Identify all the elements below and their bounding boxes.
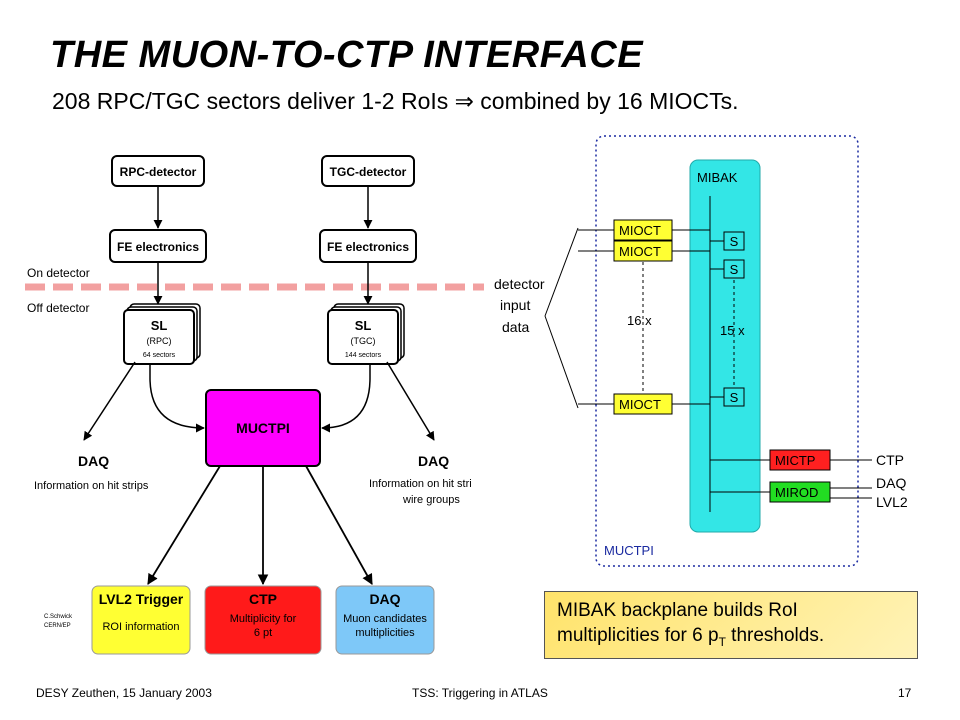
ctp-info-2: 6 pt: [254, 627, 272, 639]
muctpi-label: MUCTPI: [236, 420, 290, 436]
daq-bottom-box: [335, 585, 435, 655]
arrow-sl-tgc-to-muctpi: [321, 364, 371, 433]
arrow-muctpi-to-lvl2: [147, 465, 221, 585]
arrow-sl-tgc-to-daq: [386, 361, 435, 441]
daq-bottom-info-1: Muon candidates: [343, 613, 427, 625]
mioct-label-16: MIOCT: [619, 397, 661, 412]
daq-left-info: Information on hit strips: [34, 480, 149, 492]
s-switch-label-15: S: [730, 390, 739, 405]
off-detector-label: Off detector: [27, 301, 89, 315]
slide-title: THE MUON-TO-CTP INTERFACE: [50, 34, 644, 76]
muctpi-frame-label: MUCTPI: [604, 543, 654, 558]
s-switch-label-2: S: [730, 262, 739, 277]
sl-tgc-box: [327, 309, 399, 365]
sl-rpc-box: [123, 309, 195, 365]
daq-right-title: DAQ: [418, 453, 449, 469]
ctp-info-1: Multiplicity for: [230, 613, 297, 625]
lvl2-output-label: LVL2: [876, 494, 908, 510]
credit-line-2: CERN/EP: [44, 623, 71, 629]
sl-tgc-sub: (TGC): [351, 336, 376, 346]
arrow-sl-rpc-to-muctpi: [149, 364, 205, 433]
daq-right-info-2: wire groups: [402, 494, 460, 506]
mibak-note-line-2-pre: multiplicities for 6 p: [557, 625, 719, 646]
daq-bottom-title: DAQ: [369, 591, 400, 607]
fe-electronics-rpc-label: FE electronics: [117, 240, 199, 254]
daq-right-info-1: Information on hit stri: [369, 478, 472, 490]
arrow-sl-rpc-to-daq: [83, 361, 136, 441]
muctpi-frame: [595, 135, 859, 567]
lvl2-trigger-title: LVL2 Trigger: [99, 591, 184, 607]
credit-line-1: C.Schwick: [44, 614, 73, 620]
sl-tgc-title: SL: [355, 318, 372, 333]
footer-page-number: 17: [898, 686, 912, 700]
lvl2-trigger-info: ROI information: [102, 621, 179, 633]
mibak-note-subscript: T: [718, 634, 726, 649]
mibak-note-line-1: MIBAK backplane builds RoI: [557, 600, 798, 621]
mioct-label-1: MIOCT: [619, 223, 661, 238]
mictp-label: MICTP: [775, 453, 815, 468]
input-bracket-lower: [544, 315, 579, 409]
arrow-muctpi-to-daq: [305, 465, 373, 585]
s-switch-label-1: S: [730, 234, 739, 249]
sl-rpc-sectors: 64 sectors: [143, 352, 176, 359]
ctp-output-label: CTP: [876, 452, 904, 468]
mibak-backplane: [689, 159, 761, 533]
tgc-detector-label: TGC-detector: [330, 165, 407, 179]
sl-rpc-title: SL: [151, 318, 168, 333]
ctp-title: CTP: [249, 591, 277, 607]
daq-output-label: DAQ: [876, 475, 906, 491]
footer-left: DESY Zeuthen, 15 January 2003: [36, 686, 212, 700]
input-bracket-upper: [544, 227, 579, 317]
mibak-label: MIBAK: [697, 170, 738, 185]
s-count-label: 15 x: [720, 323, 745, 338]
lvl2-trigger-box: [91, 585, 191, 655]
daq-left-title: DAQ: [78, 453, 109, 469]
detector-input-label-3: data: [502, 319, 529, 335]
mioct-count-label: 16 x: [627, 313, 652, 328]
on-detector-label: On detector: [27, 266, 90, 280]
mibak-note-box: MIBAK backplane builds RoI multiplicitie…: [544, 591, 918, 659]
ctp-box: [204, 585, 322, 655]
mibak-note-line-2: multiplicities for 6 pT thresholds.: [557, 623, 905, 655]
slide-subtitle: 208 RPC/TGC sectors deliver 1-2 RoIs ⇒ c…: [52, 88, 739, 114]
detector-input-label-1: detector: [494, 276, 545, 292]
detector-input-label-2: input: [500, 297, 530, 313]
rpc-detector-label: RPC-detector: [120, 165, 197, 179]
sl-tgc-sectors: 144 sectors: [345, 352, 382, 359]
fe-electronics-tgc-label: FE electronics: [327, 240, 409, 254]
mirod-label: MIROD: [775, 485, 818, 500]
sl-rpc-sub: (RPC): [147, 336, 172, 346]
footer-center: TSS: Triggering in ATLAS: [412, 686, 548, 700]
daq-bottom-info-2: multiplicities: [355, 627, 415, 639]
mioct-label-2: MIOCT: [619, 244, 661, 259]
mibak-note-line-2-post: thresholds.: [725, 625, 825, 646]
